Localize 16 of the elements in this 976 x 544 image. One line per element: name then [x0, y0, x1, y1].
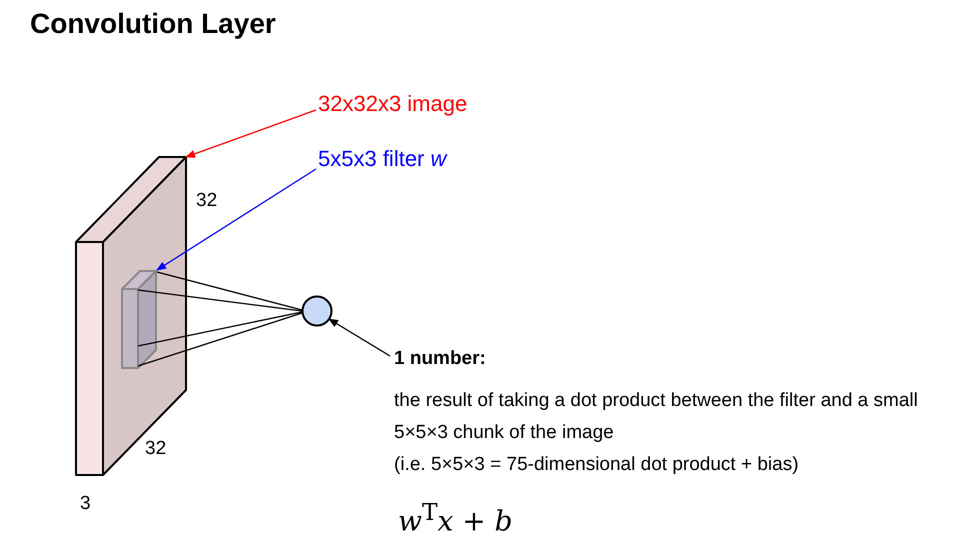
formula: w$^{T}$x + b [398, 498, 513, 538]
connector-line [156, 271, 302, 311]
title: Convolution Layer [30, 8, 276, 40]
arrow [185, 109, 316, 158]
connector-line [138, 311, 302, 347]
connector-line [138, 312, 302, 367]
arrow [156, 168, 316, 271]
description: (i.e. 5×5×3 = 75-dimensional dot product + bias) [394, 453, 799, 477]
callout-text: 32x32x3 image [318, 91, 468, 117]
dimension-label: 32 [196, 190, 218, 212]
description: the result of taking a dot product between the filter and a small 5×5×3 chunk of the image [394, 389, 919, 445]
dimension-label: 32 [145, 438, 166, 460]
callout-text: 5x5x3 filter w [318, 146, 446, 172]
arrow [328, 318, 390, 357]
dimension-label: 3 [80, 493, 91, 515]
heading: 1 number: [394, 347, 486, 371]
